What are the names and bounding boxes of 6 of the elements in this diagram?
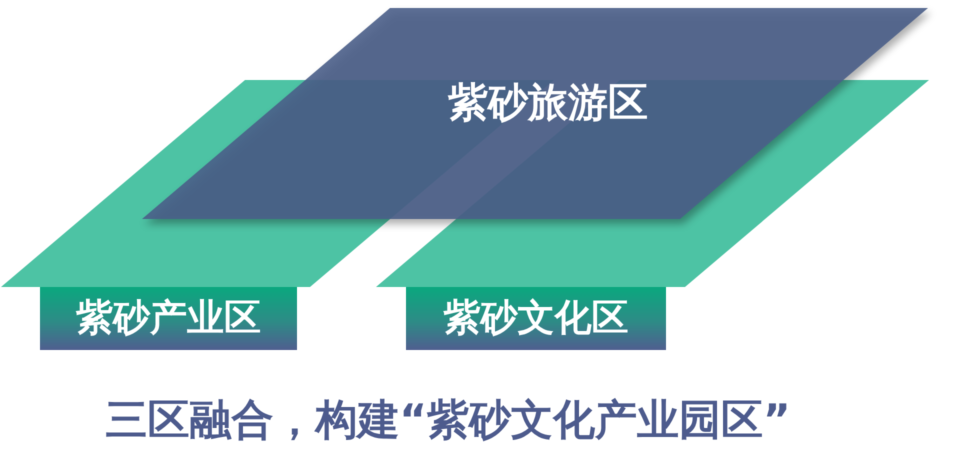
zone-tab: 紫砂文化区 xyxy=(406,287,666,350)
zone-parallelogram xyxy=(142,8,928,219)
zone-tab: 紫砂产业区 xyxy=(40,287,297,350)
caption-text: 三区融合，构建“紫砂文化产业园区” xyxy=(105,396,791,444)
zone-title: 紫砂旅游区 xyxy=(448,80,648,126)
zone-parallelogram xyxy=(376,80,929,287)
